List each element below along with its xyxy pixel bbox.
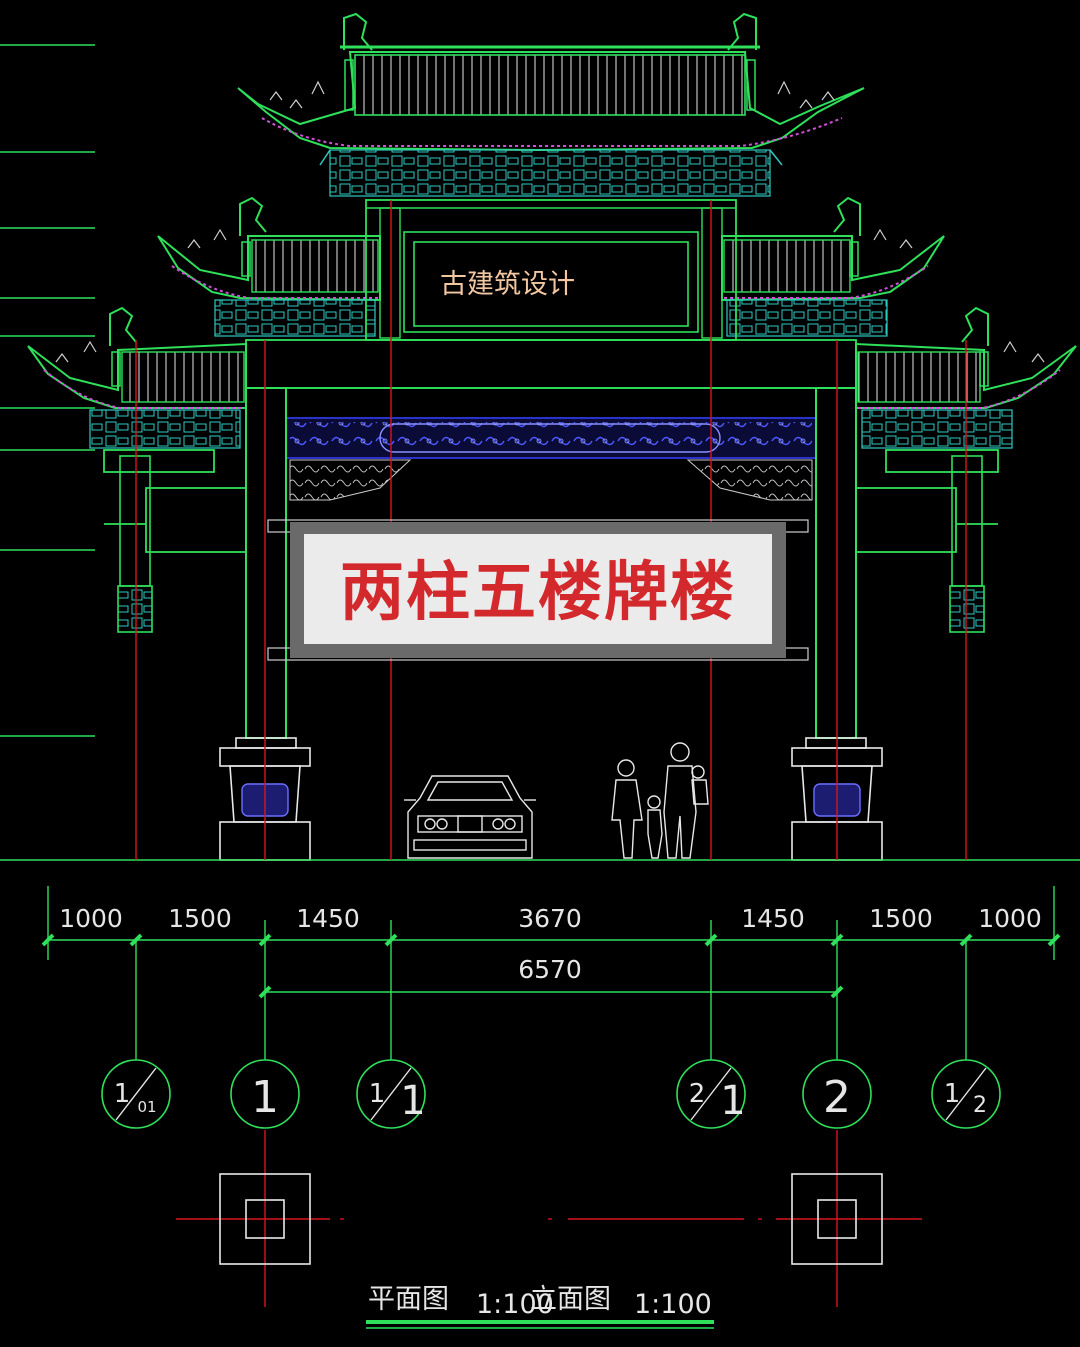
side-posts bbox=[117, 455, 985, 633]
dim-7: 1000 bbox=[978, 904, 1042, 933]
plan-scale: 1:100 bbox=[476, 1289, 554, 1320]
margin-lines bbox=[0, 44, 95, 737]
plan-title: 平面图 bbox=[368, 1284, 449, 1315]
axis-01-bottom: 01 bbox=[137, 1098, 156, 1116]
right-middle-roof bbox=[721, 196, 945, 337]
title-banner bbox=[267, 519, 809, 661]
elevation-title: 立面图 bbox=[530, 1284, 611, 1315]
axis-12-top: 1 bbox=[944, 1079, 961, 1109]
dimension-ticks bbox=[41, 933, 1061, 999]
plaque-text: 古建筑设计 bbox=[440, 269, 575, 300]
caption-underline bbox=[366, 1320, 714, 1329]
left-middle-roof bbox=[157, 196, 381, 337]
banner-title: 两柱五楼牌楼 bbox=[340, 556, 736, 630]
dim-3: 1450 bbox=[296, 904, 360, 933]
dim-4: 3670 bbox=[518, 904, 582, 933]
axis-21-bottom: 1 bbox=[720, 1078, 745, 1124]
elevation-scale: 1:100 bbox=[634, 1289, 712, 1320]
plan-view bbox=[176, 1130, 922, 1307]
column-bases bbox=[219, 737, 883, 861]
axis-11-bottom: 1 bbox=[400, 1078, 425, 1124]
axis-21-top: 2 bbox=[689, 1079, 706, 1109]
dim-6: 1500 bbox=[869, 904, 933, 933]
dim-1: 1000 bbox=[59, 904, 123, 933]
main-frame bbox=[103, 339, 999, 553]
dimension-lines bbox=[47, 886, 1055, 1060]
axis-01-top: 1 bbox=[114, 1079, 131, 1109]
car-figure bbox=[404, 775, 536, 859]
left-side-roof bbox=[27, 306, 247, 449]
axis-2: 2 bbox=[823, 1072, 851, 1123]
axis-12-bottom: 2 bbox=[973, 1093, 987, 1118]
dim-total: 6570 bbox=[518, 955, 582, 984]
people-figures bbox=[611, 742, 709, 859]
right-side-roof bbox=[855, 306, 1077, 449]
axis-bubbles bbox=[101, 1059, 1001, 1129]
carved-beam bbox=[285, 417, 817, 501]
axis-11-top: 1 bbox=[369, 1079, 386, 1109]
dim-5: 1450 bbox=[741, 904, 805, 933]
dim-2: 1500 bbox=[168, 904, 232, 933]
axis-1: 1 bbox=[251, 1072, 279, 1123]
top-roof bbox=[237, 12, 865, 197]
